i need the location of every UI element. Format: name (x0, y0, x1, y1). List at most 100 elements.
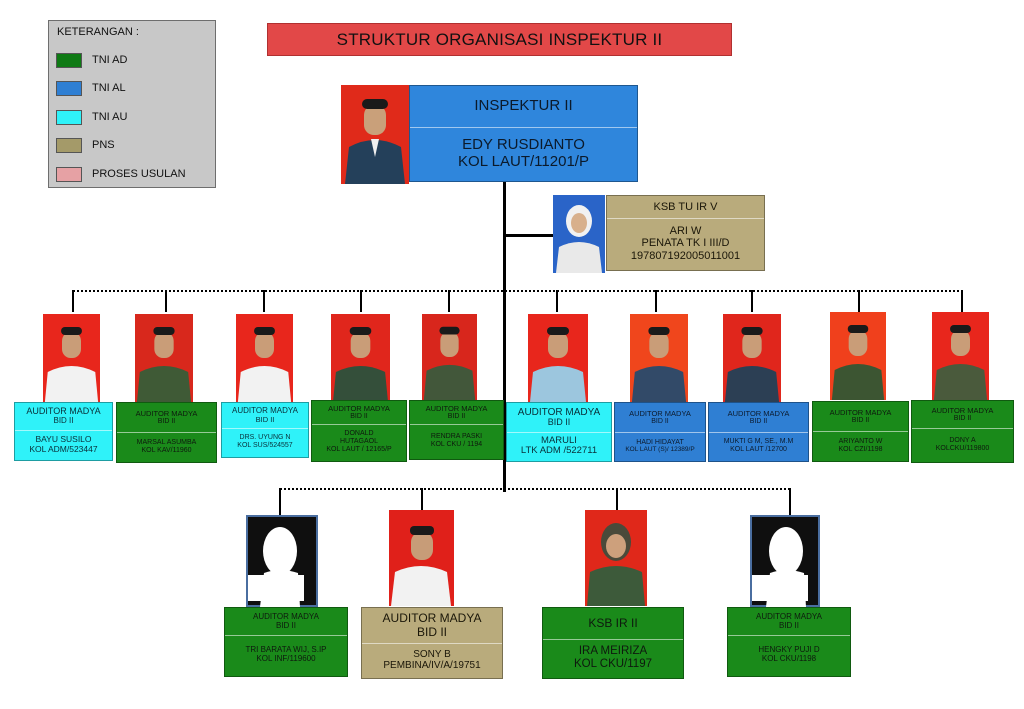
auditor-unit: BID II (749, 417, 768, 425)
auditor-unit: BID II (350, 412, 368, 420)
auditor-name: TRI BARATA WIJ, S.IP (245, 645, 327, 655)
auditor-role: AUDITOR MADYA (382, 611, 482, 626)
drop-line (556, 290, 558, 312)
auditor-unit: BID II (53, 416, 74, 426)
auditor-name: BAYU SUSILO (35, 434, 92, 445)
row1-dotted-connector (73, 290, 963, 292)
auditor-box: AUDITOR MADYA BID II SONY B PEMBINA/IV/A… (361, 607, 503, 679)
auditor-unit: BID II (255, 414, 275, 424)
auditor-rank: KOL LAUT /12700 (730, 446, 787, 453)
drop-line (858, 290, 860, 312)
chart-title-banner: STRUKTUR ORGANISASI INSPEKTUR II (267, 23, 732, 56)
auditor-name: MUKTI G M, SE., M.M (723, 438, 794, 446)
auditor-role: AUDITOR MADYA (727, 408, 790, 418)
auditor-unit: BID II (157, 417, 176, 425)
inspektur-rank: KOL LAUT/11201/P (458, 152, 589, 170)
auditor-role: AUDITOR MADYA (232, 405, 298, 415)
legend-item-proses-usulan: PROSES USULAN (56, 167, 214, 184)
auditor-photo (389, 510, 454, 606)
auditor-photo (236, 314, 293, 402)
auditor-box: AUDITOR MADYA BID II DRS. UYUNG N KOL SU… (221, 402, 309, 458)
drop-line (616, 488, 618, 510)
legend-label: TNI AL (92, 82, 126, 94)
auditor-role: AUDITOR MADYA (253, 611, 319, 621)
auditor-unit: BID II (851, 416, 870, 424)
drop-line (421, 488, 423, 510)
ksb-tu-connector (503, 234, 553, 237)
chart-title: STRUKTUR ORGANISASI INSPEKTUR II (336, 29, 663, 49)
auditor-name-2: HUTAGAOL (340, 438, 378, 446)
auditor-photo (43, 314, 100, 402)
ksb-tu-rank: PENATA TK I III/D (641, 237, 730, 250)
auditor-box: AUDITOR MADYA BID II MARULI LTK ADM /522… (506, 402, 612, 462)
auditor-name: MARSAL ASUMBA (136, 438, 197, 446)
legend: KETERANGAN : TNI AD TNI AL TNI AU PNS PR… (48, 20, 216, 188)
auditor-box: AUDITOR MADYA BID II HENGKY PUJI D KOL C… (727, 607, 851, 677)
inspektur-role: INSPEKTUR II (474, 97, 573, 115)
auditor-photo (528, 314, 588, 402)
placeholder-photo (750, 515, 820, 607)
auditor-role: AUDITOR MADYA (517, 407, 601, 419)
auditor-name: HENGKY PUJI D (758, 645, 820, 655)
auditor-rank: KOL LAUT / 12165/P (326, 445, 392, 453)
drop-line (360, 290, 362, 312)
row2-dotted-connector (280, 488, 790, 490)
legend-swatch-pns (56, 138, 82, 153)
auditor-rank: KOL CKU/1198 (761, 654, 817, 663)
drop-line (263, 290, 265, 312)
auditor-rank: KOL INF/119600 (256, 654, 316, 663)
auditor-box: AUDITOR MADYA BID II ARIYANTO W KOL CZI/… (812, 401, 909, 462)
legend-label: PNS (92, 139, 115, 151)
ksb-ir-role: KSB IR II (588, 615, 638, 630)
auditor-role: AUDITOR MADYA (328, 403, 390, 413)
legend-item-tni-ad: TNI AD (56, 53, 214, 70)
auditor-rank: LTK ADM /522711 (520, 445, 598, 456)
auditor-photo (422, 314, 477, 400)
ksb-ir-rank: KOL CKU/1197 (574, 658, 652, 670)
ksb-tu-box: KSB TU IR V ARI W PENATA TK I III/D 1978… (606, 195, 765, 271)
legend-swatch-proses-usulan (56, 167, 82, 182)
auditor-box: AUDITOR MADYA BID II DONY A KOLCKU/11980… (911, 400, 1014, 463)
auditor-name: DRS. UYUNG N (239, 434, 291, 442)
inspektur-name: EDY RUSDIANTO (462, 136, 585, 153)
auditor-role: AUDITOR MADYA (425, 403, 488, 413)
auditor-box: AUDITOR MADYA BID II RENDRA PASKI KOL CK… (409, 400, 504, 460)
auditor-rank: KOL CKU / 1194 (430, 441, 483, 448)
auditor-photo (331, 314, 390, 402)
auditor-name: SONY B (413, 649, 451, 660)
auditor-role: AUDITOR MADYA (629, 408, 691, 418)
auditor-rank: KOL LAUT (S)/ 12389/P (625, 446, 695, 454)
ksb-tu-role: KSB TU IR V (653, 200, 718, 213)
auditor-photo (135, 314, 193, 402)
auditor-unit: BID II (953, 414, 972, 422)
legend-title: KETERANGAN : (57, 26, 139, 38)
auditor-unit: BID II (275, 620, 296, 630)
auditor-role: AUDITOR MADYA (931, 405, 994, 415)
auditor-rank: KOL SUS/524557 (237, 442, 293, 449)
auditor-rank: KOLCKU/119800 (935, 444, 990, 452)
placeholder-photo (246, 515, 318, 607)
drop-line (165, 290, 167, 312)
auditor-box: AUDITOR MADYA BID II DONALD HUTAGAOL KOL… (311, 400, 407, 462)
auditor-unit: BID II (778, 620, 799, 630)
legend-item-tni-al: TNI AL (56, 81, 214, 98)
inspektur-photo (341, 85, 409, 184)
drop-line (751, 290, 753, 312)
drop-line (72, 290, 74, 312)
legend-swatch-tni-ad (56, 53, 82, 68)
auditor-name: DONALD (344, 430, 374, 438)
auditor-photo (723, 314, 781, 402)
auditor-name: ARIYANTO W (838, 437, 883, 445)
ksb-tu-nip: 197807192005011001 (630, 249, 741, 262)
auditor-name: DONY A (949, 436, 976, 444)
legend-label: TNI AU (92, 111, 128, 123)
auditor-box: AUDITOR MADYA BID II TRI BARATA WIJ, S.I… (224, 607, 348, 677)
legend-item-tni-au: TNI AU (56, 110, 214, 127)
main-vertical-connector (503, 182, 506, 492)
ksb-ir-box: KSB IR II IRA MEIRIZA KOL CKU/1197 (542, 607, 684, 679)
auditor-box: AUDITOR MADYA BID II MARSAL ASUMBA KOL K… (116, 402, 217, 463)
drop-line (448, 290, 450, 312)
auditor-role: AUDITOR MADYA (829, 407, 892, 417)
legend-item-pns: PNS (56, 138, 214, 155)
legend-label: TNI AD (92, 54, 128, 66)
